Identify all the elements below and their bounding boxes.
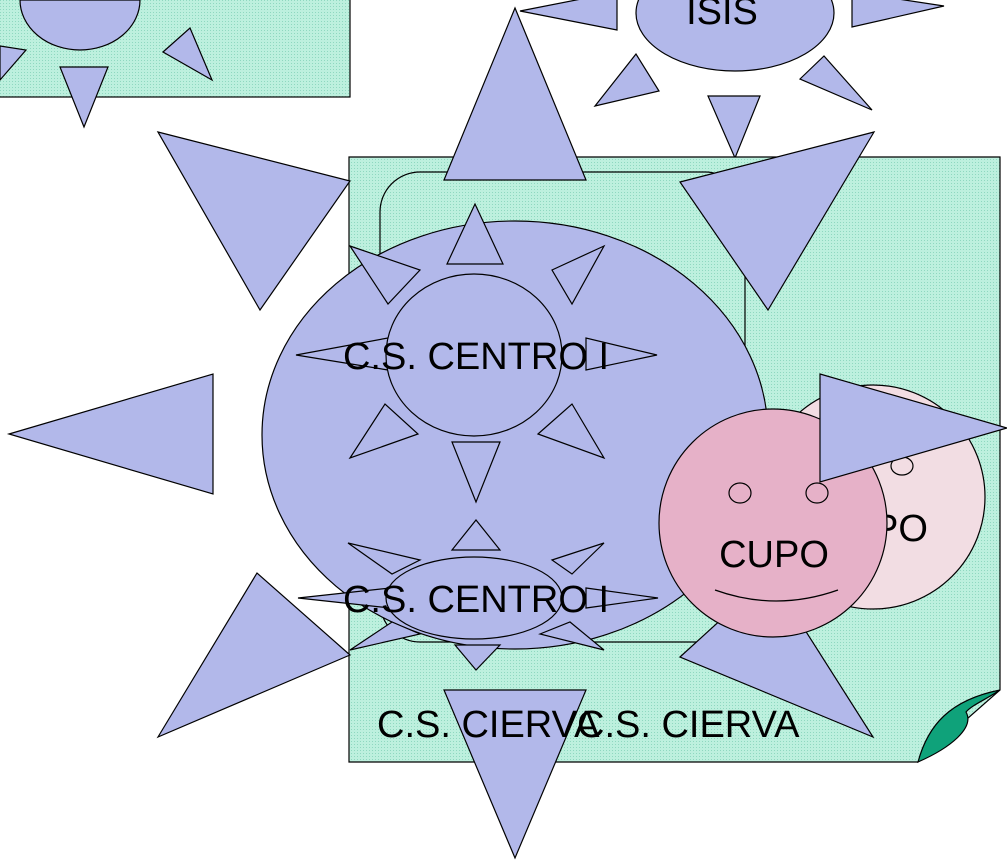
sun-centro-lower-ray-upper-left [347,542,422,575]
sun-top-left-core [19,0,141,51]
sun-centro-upper-ray-right [585,337,658,371]
sun-large-ray-lower-left [156,572,352,739]
sun-isis: ISIS [519,0,945,160]
sun-centro-upper-core [385,273,563,437]
sun-large-ray-bottom [443,689,587,860]
sun-centro-upper: C.S. CENTRO I [295,202,658,504]
sun-top-left [0,0,214,129]
sun-centro-upper-ray-bottom [451,441,501,504]
sun-isis-ray-left [519,0,618,31]
sun-large-ray-upper-left [156,131,351,312]
sun-centro-upper-ray-lower-right [536,403,606,460]
label-cierva-right: C.S. CIERVA [577,704,800,746]
face-cupo-front-right-eye [805,482,829,504]
sun-centro-upper-ray-upper-right [551,244,606,306]
sun-centro-lower-ray-upper-right [550,542,605,575]
sun-large-ray-upper-right [679,131,876,312]
label-cierva-left: C.S. CIERVA [377,704,600,746]
sun-large-ray-left [6,373,214,495]
sun-isis-ray-down [707,95,761,160]
sun-centro-lower-ray-lower-right [538,621,605,651]
sun-isis-core [635,0,835,72]
sun-centro-upper-ray-upper-left [348,244,422,305]
sun-isis-ray-lower-right [798,55,873,111]
sun-large-ray-top [443,6,587,181]
sun-large [6,6,876,860]
label-centro-lower: C.S. CENTRO I [343,579,609,621]
sun-top-left-ray-left [0,45,28,81]
sun-centro-lower-ray-top [450,519,502,551]
sun-centro-lower-ray-bottom [453,644,502,671]
sun-top-left-ray-down [59,66,109,129]
sun-centro-lower-ray-right [585,587,659,609]
label-cupo-front: CUPO [719,534,829,576]
sun-centro-upper-ray-lower-left [348,403,420,460]
face-cupo-front-smile [714,589,839,602]
face-cupo-front-left-eye [728,482,752,504]
stray-ray-right [819,373,1007,483]
sun-centro-lower-core [385,556,563,640]
sun-centro-lower-ray-lower-left [349,621,422,651]
sun-top-left-ray-right [161,26,214,82]
sticky-note-main-fold [917,689,1001,764]
sun-isis-ray-right [851,0,945,28]
label-centro-upper: C.S. CENTRO I [343,336,609,378]
sun-isis-ray-lower-left [593,52,660,107]
sun-centro-upper-ray-top [446,202,504,265]
sun-centro-lower: C.S. CENTRO I [297,519,659,671]
label-isis: ISIS [686,0,758,33]
